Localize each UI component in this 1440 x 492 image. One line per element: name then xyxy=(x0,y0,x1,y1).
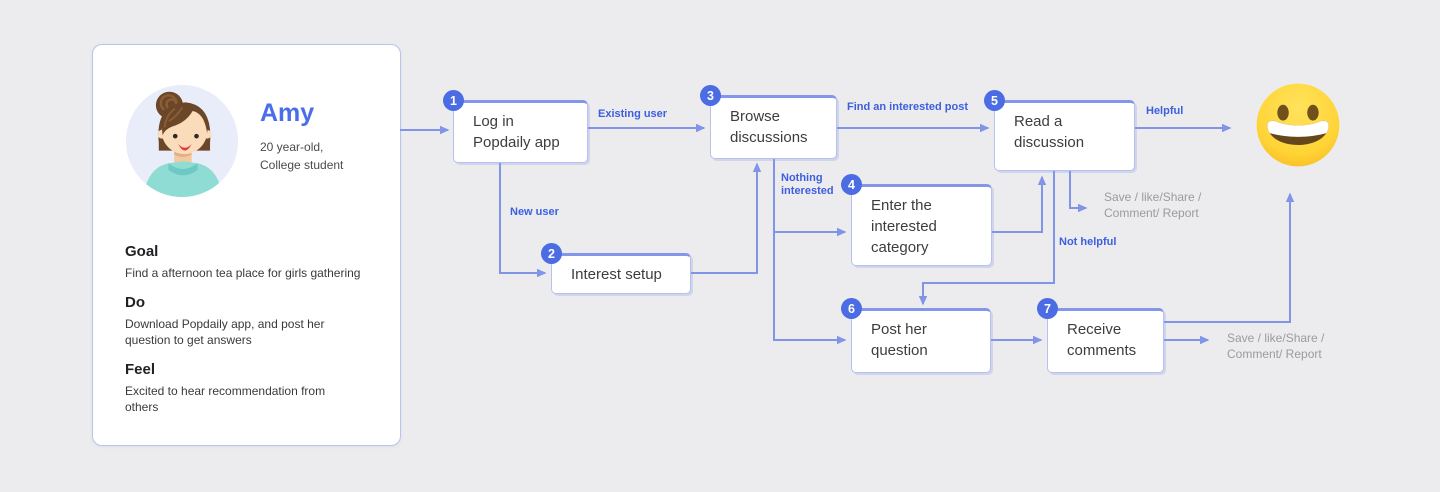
step-number-badge: 7 xyxy=(1037,298,1058,319)
persona-description: 20 year-old, College student xyxy=(260,140,344,172)
edge-label-nothing-interested: Nothing interested xyxy=(781,172,834,197)
step-label: Read a discussion xyxy=(1014,113,1085,151)
step-number-badge: 6 xyxy=(841,298,862,319)
section-body: Excited to hear recommendation from othe… xyxy=(125,384,326,414)
section-heading: Do xyxy=(125,294,145,311)
persona-section-do: Do Download Popdaily app, and post her q… xyxy=(125,294,385,348)
section-body: Download Popdaily app, and post her ques… xyxy=(125,317,325,347)
connector-interest-setup-to-browse xyxy=(691,162,762,274)
flow-step-enter-category[interactable]: 4 Enter the interested category xyxy=(841,174,992,266)
flow-step-read-discussion[interactable]: 5 Read a discussion xyxy=(984,90,1135,171)
edge-label-save-actions-top: Save / like/Share / Comment/ Report xyxy=(1104,190,1202,220)
edge-label-existing-user: Existing user xyxy=(598,108,668,120)
edge-label-find-post: Find an interested post xyxy=(847,101,969,113)
step-label: Receive comments xyxy=(1067,321,1137,359)
connector-read-to-save-actions xyxy=(1069,171,1088,213)
step-number-badge: 4 xyxy=(841,174,862,195)
step-label: Enter the interested category xyxy=(871,197,937,256)
step-number-badge: 2 xyxy=(541,243,562,264)
step-number-badge: 5 xyxy=(984,90,1005,111)
section-heading: Feel xyxy=(125,361,156,378)
section-body: Find a afternoon tea place for girls gat… xyxy=(125,266,361,280)
step-label: Browse discussions xyxy=(730,108,808,146)
grinning-face-emoji xyxy=(1254,81,1342,169)
section-heading: Goal xyxy=(125,243,159,260)
girl-avatar-icon xyxy=(124,83,240,199)
step-label: Post her question xyxy=(871,321,928,359)
persona-section-goal: Goal Find a afternoon tea place for girl… xyxy=(125,243,385,281)
step-label: Interest setup xyxy=(571,266,662,283)
step-number-badge: 1 xyxy=(443,90,464,111)
edge-label-save-actions-bottom: Save / like/Share / Comment/ Report xyxy=(1227,331,1325,361)
flow-step-browse-discussions[interactable]: 3 Browse discussions xyxy=(700,85,837,159)
persona-card[interactable]: Amy 20 year-old, College student Goal Fi… xyxy=(92,44,401,446)
persona-section-feel: Feel Excited to hear recommendation from… xyxy=(125,361,385,415)
flow-step-login[interactable]: 1 Log in Popdaily app xyxy=(443,90,588,163)
persona-name: Amy xyxy=(260,99,315,127)
step-label: Log in Popdaily app xyxy=(473,113,560,151)
persona-sections: Goal Find a afternoon tea place for girl… xyxy=(125,243,385,415)
flow-step-interest-setup[interactable]: 2 Interest setup xyxy=(541,243,691,294)
flow-step-receive-comments[interactable]: 7 Receive comments xyxy=(1037,298,1164,373)
flow-step-post-question[interactable]: 6 Post her question xyxy=(841,298,991,373)
connector-enter-category-to-read xyxy=(992,175,1047,233)
edge-label-helpful: Helpful xyxy=(1146,105,1184,117)
edge-label-not-helpful: Not helpful xyxy=(1059,236,1117,248)
step-number-badge: 3 xyxy=(700,85,721,106)
edge-label-new-user: New user xyxy=(510,206,559,218)
